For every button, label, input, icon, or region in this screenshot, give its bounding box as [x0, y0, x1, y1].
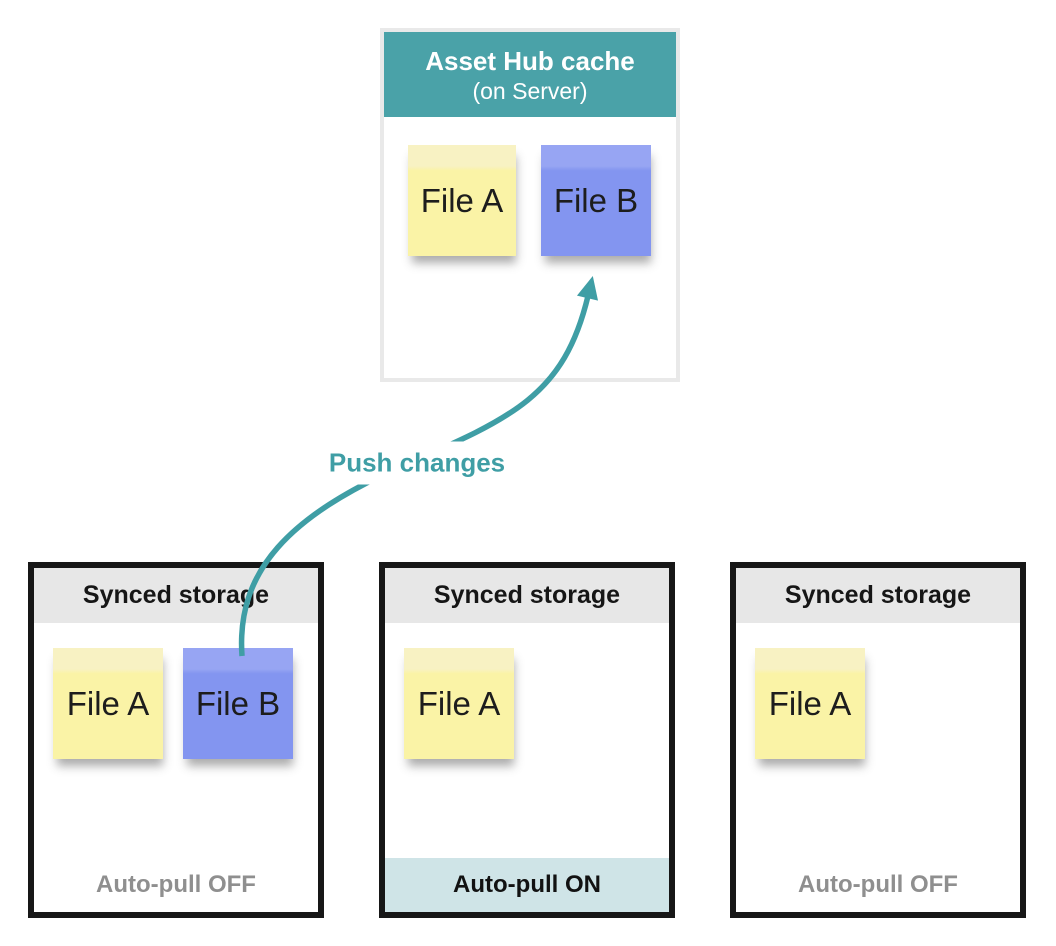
synced-storage-body: File A File B	[34, 623, 318, 857]
file-note-label: File A	[417, 684, 501, 722]
synced-storage-header: Synced storage	[385, 568, 669, 623]
file-note-a: File A	[404, 648, 514, 759]
synced-storage-header: Synced storage	[34, 568, 318, 623]
file-note-a: File A	[408, 145, 516, 256]
file-note-label: File B	[195, 684, 281, 722]
synced-storage-body: File A	[385, 623, 669, 857]
file-note-label: File A	[66, 684, 150, 722]
synced-storage-box-3: Synced storage File A Auto-pull OFF	[730, 562, 1026, 918]
file-note-label: File A	[420, 181, 504, 219]
auto-pull-status: Auto-pull OFF	[96, 871, 256, 898]
synced-storage-header: Synced storage	[736, 568, 1020, 623]
file-note-a: File A	[53, 648, 163, 759]
asset-hub-subtitle: (on Server)	[472, 77, 588, 104]
file-note-a: File A	[755, 648, 865, 759]
auto-pull-status: Auto-pull ON	[385, 858, 669, 912]
asset-hub-body: File A File B	[384, 117, 676, 378]
file-note-label: File B	[553, 181, 639, 219]
synced-storage-box-1: Synced storage File A File B Auto-pull O…	[28, 562, 324, 918]
auto-pull-status: Auto-pull OFF	[798, 871, 958, 898]
asset-hub-cache-box: Asset Hub cache (on Server) File A File …	[380, 28, 680, 382]
asset-hub-title: Asset Hub cache	[425, 45, 635, 76]
file-note-label: File A	[768, 684, 852, 722]
push-changes-label: Push changes	[314, 441, 520, 485]
file-note-b: File B	[183, 648, 293, 759]
synced-storage-body: File A	[736, 623, 1020, 857]
file-note-b: File B	[541, 145, 651, 256]
asset-hub-header: Asset Hub cache (on Server)	[384, 32, 676, 117]
synced-storage-box-2: Synced storage File A Auto-pull ON	[379, 562, 675, 918]
